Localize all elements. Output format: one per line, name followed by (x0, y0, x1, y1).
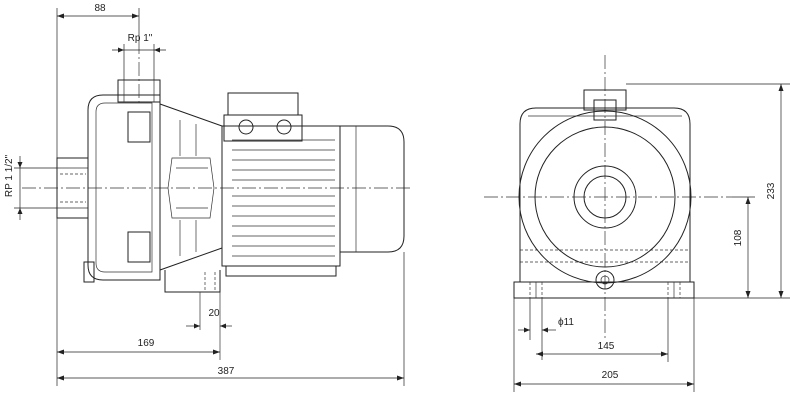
motor-end-cap (339, 125, 405, 253)
inlet-circle (573, 165, 637, 229)
drain-plug (595, 270, 615, 290)
front-view (484, 55, 732, 340)
dim-108: 108 (733, 229, 744, 246)
base-foot (164, 270, 221, 293)
dim-inlet-thread: RP 1 1/2" (4, 154, 15, 197)
terminal-box (227, 92, 299, 116)
lantern-bracket (159, 103, 223, 271)
dim-20: 20 (208, 308, 220, 319)
dim-145: 145 (598, 341, 615, 352)
dim-233: 233 (766, 182, 777, 199)
dim-88: 88 (94, 3, 106, 14)
dim-387: 387 (218, 366, 235, 377)
dim-outlet-thread: Rp 1" (128, 33, 153, 44)
side-view (22, 40, 412, 360)
side-dimensions: 88 Rp 1" RP 1 1/2" 20 169 387 (4, 3, 405, 386)
casing-circle (518, 110, 692, 284)
front-outlet (583, 89, 627, 111)
dim-205: 205 (602, 370, 619, 381)
dim-bolt-hole: ϕ11 (558, 317, 574, 328)
front-dimensions: 233 108 ϕ11 145 205 (513, 83, 790, 392)
dim-169: 169 (138, 338, 155, 349)
pump-casing (87, 94, 161, 281)
front-base (513, 281, 695, 299)
